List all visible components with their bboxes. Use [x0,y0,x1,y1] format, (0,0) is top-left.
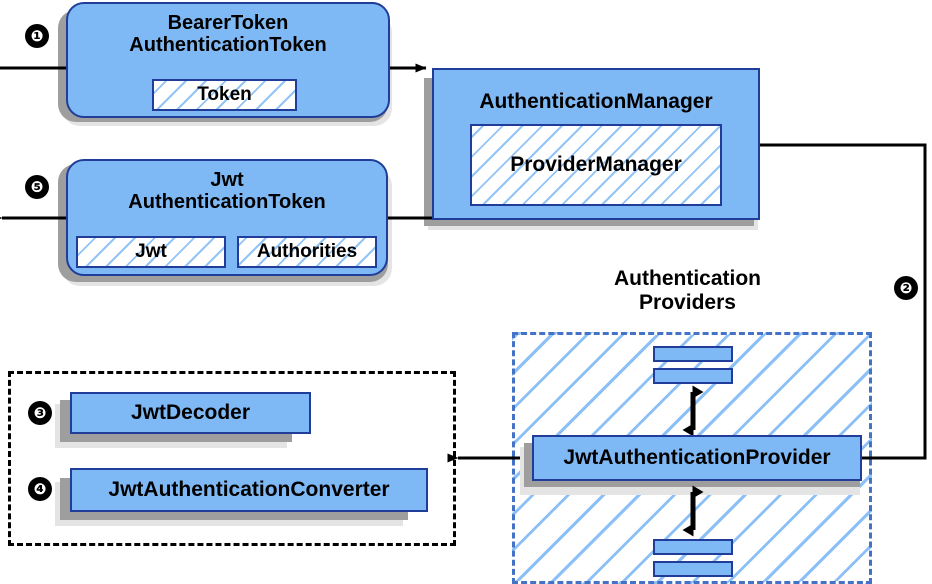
jwt-token-slot-authorities: Authorities [237,236,377,268]
step-marker-3: ❸ [28,401,52,425]
jwt-token-title-line2: AuthenticationToken [128,191,326,214]
jwt-decoder-node[interactable]: JwtDecoder [70,392,311,434]
bearer-token-title-line2: AuthenticationToken [129,34,327,57]
jwt-token-slot-authorities-label: Authorities [256,241,358,262]
step-marker-4-label: ❹ [33,479,47,498]
authentication-providers-label: Authentication Providers [570,267,805,315]
bearer-token-title-line1: BearerToken [167,12,289,34]
authentication-manager-title: AuthenticationManager [479,90,713,113]
jwt-authentication-converter-node[interactable]: JwtAuthenticationConverter [70,468,428,512]
step-marker-5: ❺ [25,175,49,199]
step-marker-4: ❹ [28,477,52,501]
jwt-authentication-provider-node[interactable]: JwtAuthenticationProvider [532,435,862,481]
jwt-token-title-line1: Jwt [210,169,244,191]
step-marker-3-label: ❸ [33,403,47,422]
step-marker-2-label: ❷ [899,278,913,297]
step-marker-1-label: ❶ [30,26,44,45]
bearer-token-slot-token-label: Token [197,84,252,105]
jwt-token-slot-jwt: Jwt [76,236,226,268]
authentication-providers-label-line1: Authentication [614,267,761,290]
jwt-authentication-converter-label: JwtAuthenticationConverter [108,478,390,502]
provider-manager-label: ProviderManager [510,153,682,176]
authentication-providers-label-line2: Providers [639,291,736,315]
provider-bar-bottom-1 [653,539,733,555]
provider-bar-top-1 [653,346,733,362]
jwt-authentication-provider-label: JwtAuthenticationProvider [563,446,831,470]
bearer-token-slot-token: Token [152,79,297,111]
provider-bar-top-2 [653,368,733,384]
jwt-decoder-label: JwtDecoder [130,401,251,425]
authentication-manager-slot-provider-manager: ProviderManager [470,124,722,206]
step-marker-5-label: ❺ [30,177,44,196]
step-marker-2: ❷ [894,276,918,300]
jwt-token-slot-jwt-label: Jwt [135,241,167,262]
provider-bar-bottom-2 [653,561,733,577]
step-marker-1: ❶ [25,24,49,48]
